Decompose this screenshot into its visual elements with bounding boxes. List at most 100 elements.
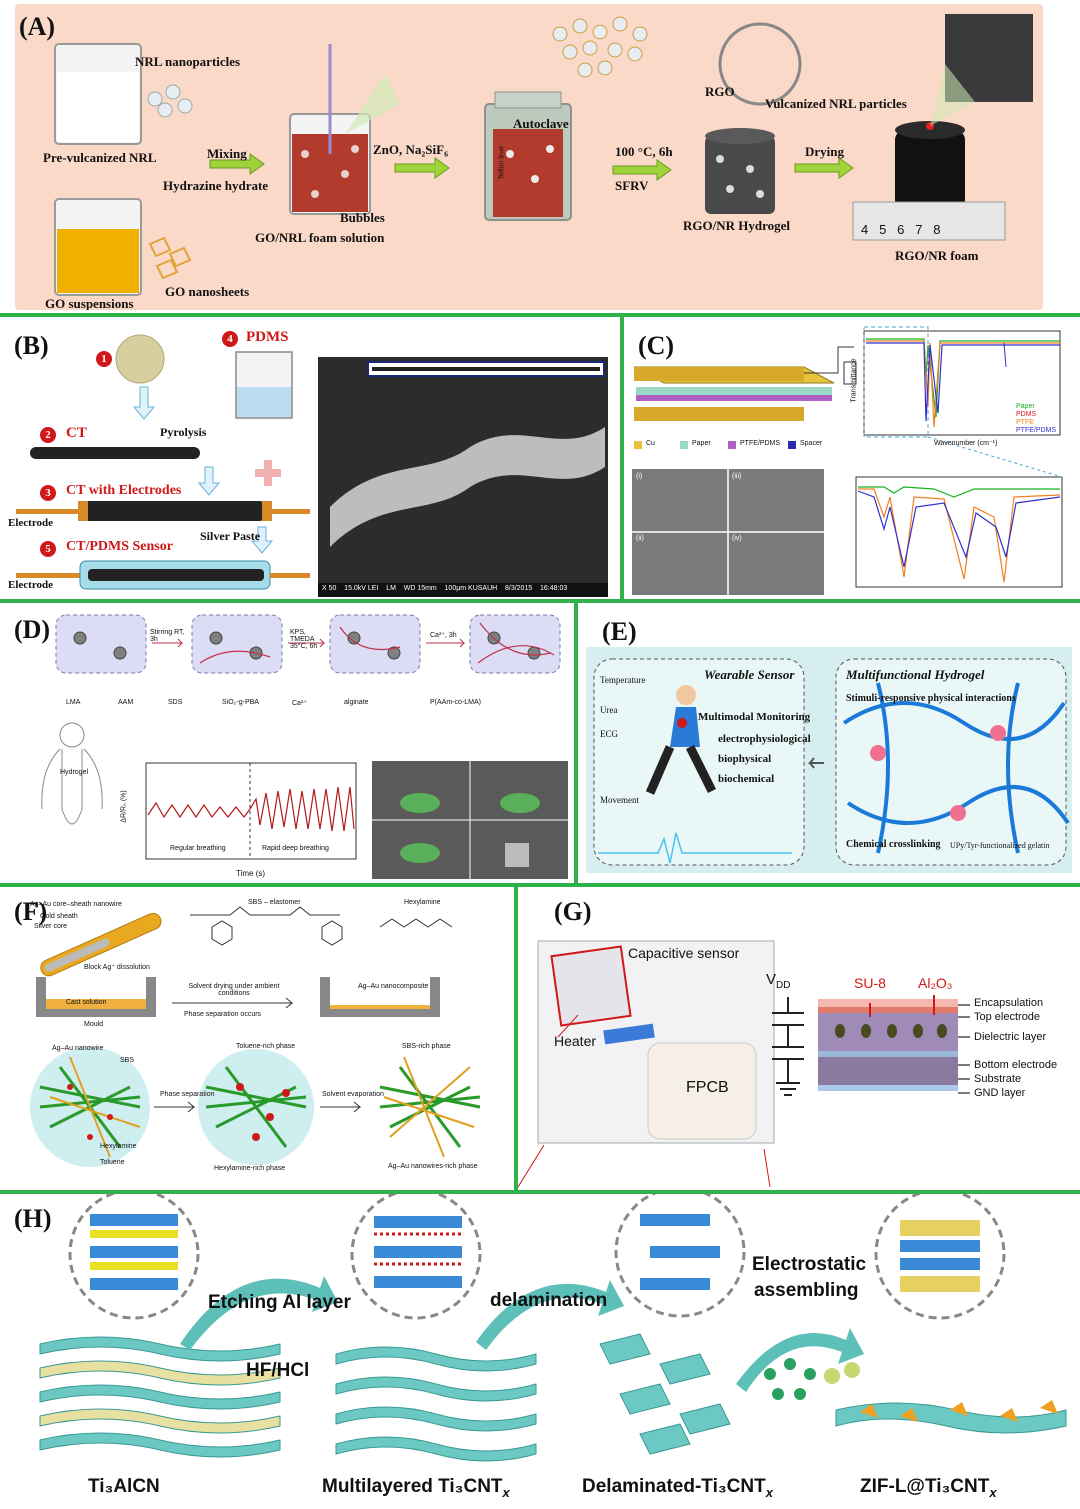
label-pyrolysis: Pyrolysis (160, 425, 207, 439)
legend-alginate: alginate (344, 699, 369, 706)
phase-sphere-3-icon (379, 1056, 481, 1158)
layer-gnd: GND layer (974, 1087, 1026, 1099)
teal-arrows (180, 1276, 864, 1392)
separator-d (0, 883, 1080, 887)
hydrogel-title: Multifunctional Hydrogel (846, 667, 985, 682)
panel-h-graphics (39, 1194, 1067, 1462)
nrl-cloud-icon (552, 16, 648, 78)
mould-right-icon (320, 977, 440, 1017)
ftir-bottom-plot (855, 476, 1063, 588)
ftir-legend-pdms: PDMS (1016, 411, 1037, 418)
name-delaminated-main: Delaminated-Ti₃CNT (582, 1476, 766, 1497)
panel-a-label: (A) (19, 12, 56, 41)
arrow-down-2-icon (197, 466, 221, 496)
photos-icon (372, 761, 568, 879)
step2-label: KPS, TMEDA 35°C, 6h (290, 629, 318, 650)
beaker-foam-icon (289, 44, 371, 215)
hydrogel-network-icon (842, 682, 1070, 854)
breathing-ylabel: ΔR/R₀ (%) (120, 790, 128, 823)
label-f-nanowire: Ag–Au nanowire (52, 1045, 104, 1052)
arrow-pyrolysis-icon (132, 386, 156, 420)
ftir-xlabel: Wavenumber (cm⁻¹) (934, 440, 998, 447)
label-block: Block Ag⁺ dissolution (84, 964, 150, 971)
arrow-left-icon (807, 757, 824, 769)
label-sfrv: SFRV (615, 178, 649, 193)
zn-ion-icon (824, 1362, 860, 1384)
legend-paper: Paper (692, 440, 711, 447)
multimodal-title: Multimodal Monitoring (698, 711, 811, 723)
label-vdd: VDD (766, 971, 790, 991)
label-nanowire-rich: Ag–Au nanowires-rich phase (388, 1163, 478, 1170)
layer-encapsulation: Encapsulation (974, 997, 1044, 1009)
device-legend-icons (634, 441, 796, 449)
label-conditions: 100 °C, 6h (615, 144, 673, 159)
step-badge-5: 5 (40, 541, 56, 557)
arrow-zno-icon (394, 157, 450, 179)
label-heater: Heater (554, 1033, 597, 1049)
legend-paam: P(AAm-co-LMA) (430, 699, 481, 706)
layers-1-icon (90, 1214, 178, 1290)
ftir-top-plot (863, 326, 1061, 438)
label-hexylamine-rich: Hexylamine-rich phase (214, 1165, 286, 1172)
nanoparticles-icon (147, 84, 193, 118)
label-hexylamine: Hexylamine (404, 899, 441, 906)
label-chemical: Chemical crosslinking (846, 839, 941, 850)
ct-rope-icon (30, 447, 200, 459)
zif-crystals-icon (860, 1400, 1058, 1422)
panel-g-graphics (518, 940, 970, 1188)
panel-e: (E) Wearable Sensor Temperature Urea ECG… (578, 603, 1080, 883)
sem-label-i: (i) (636, 473, 643, 480)
pink-nodes-icon (870, 725, 1006, 821)
panel-b-graphics (16, 334, 608, 597)
label-rgo: RGO (705, 84, 735, 99)
label-drying: Drying (805, 144, 844, 159)
panel-g-label: (G) (554, 897, 592, 926)
panel-b-label: (B) (14, 331, 49, 360)
label-hydrazine: Hydrazine hydrate (163, 178, 269, 193)
label-al2o3: Al₂O₃ (918, 975, 953, 991)
separator-de-vertical (574, 603, 578, 885)
layer-dielectric: Dielectric layer (974, 1031, 1047, 1043)
label-f-sbs: SBS (120, 1057, 135, 1064)
label-cast: Cast solution (66, 999, 107, 1006)
panel-c: (C) (624, 317, 1080, 599)
arrow-evap-icon (320, 1101, 362, 1113)
label-phase-sep: Phase separation (160, 1091, 215, 1098)
label-zno: ZnO, Na₂SiF₆ (373, 142, 448, 157)
nanowire-icon (40, 912, 162, 977)
panel-f: (F) (0, 887, 514, 1190)
legend-ca: Ca²⁺ (292, 700, 307, 707)
sem-label-iv: (iv) (732, 535, 742, 542)
vdd-sub: DD (776, 980, 791, 991)
legend-aam: AAM (118, 699, 134, 706)
breathing-xlabel: Time (s) (236, 869, 266, 878)
panel-e-label: (E) (602, 617, 637, 646)
item-biochemical: biochemical (718, 773, 775, 785)
label-separation: Phase separation occurs (184, 1011, 262, 1018)
step-badge-1: 1 (96, 351, 112, 367)
panel-g: (G) (518, 887, 1080, 1190)
item-biophysical: biophysical (718, 753, 772, 765)
panel-d-graphics (41, 614, 568, 879)
layer-arrows (958, 1004, 970, 1094)
label-pdms: PDMS (246, 329, 289, 345)
label-silver-paste: Silver Paste (200, 529, 261, 543)
sem-label-iii: (iii) (732, 473, 742, 480)
ftir-ylabel: Transmittance (850, 358, 858, 403)
label-solvent-evap: Solvent evaporation (322, 1091, 384, 1098)
panel-c-label: (C) (638, 331, 675, 360)
ftir-legend-paper: Paper (1016, 403, 1035, 410)
wearable-title: Wearable Sensor (704, 667, 795, 682)
plus-icon (255, 460, 281, 486)
label-foam: RGO/NR foam (895, 248, 979, 263)
step-badge-4: 4 (222, 331, 238, 347)
ecg-trace-icon (598, 832, 792, 864)
sem-label-ii: (ii) (636, 535, 644, 542)
label-movement: Movement (600, 795, 639, 805)
sem-rope-image-icon (318, 357, 608, 597)
layer-stack-icon (818, 995, 958, 1091)
panel-d-label: (D) (14, 615, 51, 644)
label-su8: SU-8 (854, 975, 886, 991)
sensor-photo-icon (550, 945, 757, 1140)
layer-top-electrode: Top electrode (974, 1011, 1041, 1023)
